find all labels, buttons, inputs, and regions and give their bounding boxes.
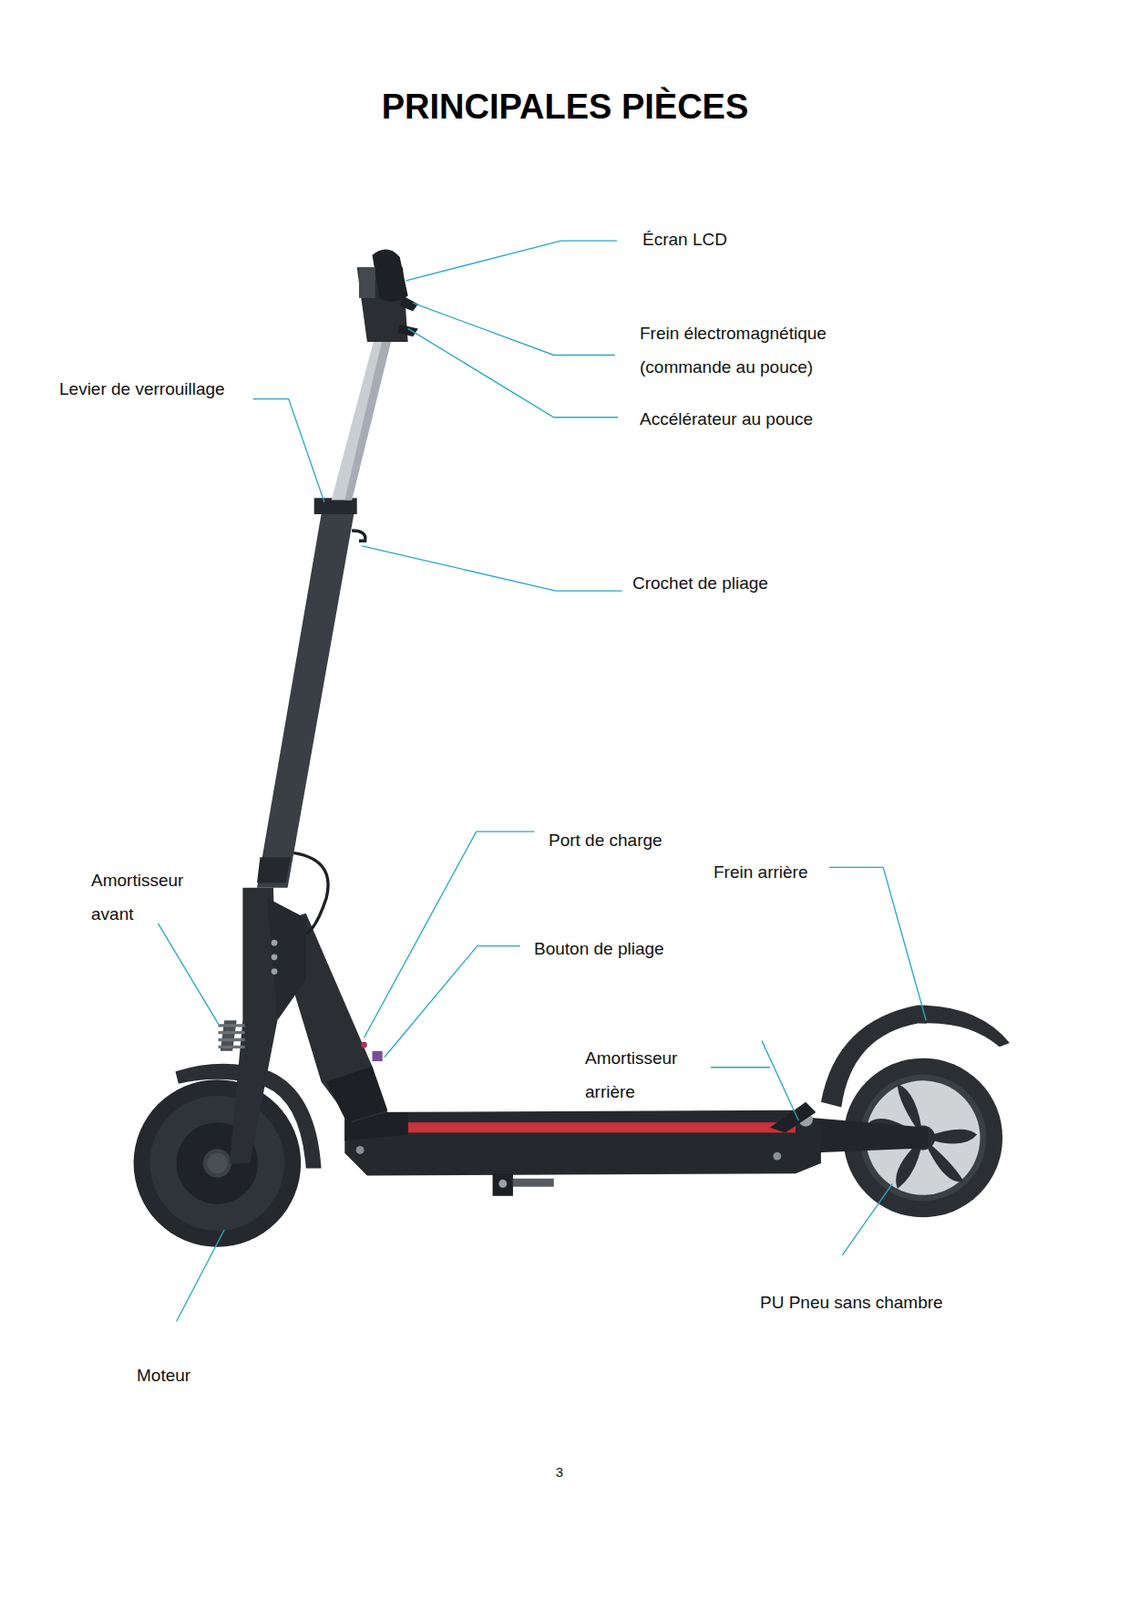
fold-hook (351, 530, 366, 541)
part-label: Moteur (136, 1357, 191, 1392)
front-wheel-motor (133, 1078, 302, 1247)
deck (344, 1101, 822, 1176)
part-label: Port de charge (548, 822, 663, 857)
page-number: 3 (541, 1454, 578, 1489)
page-title: PRINCIPALES PIÈCES (0, 87, 1130, 127)
kickstand (493, 1172, 555, 1196)
stem (256, 334, 393, 888)
rear-fender (821, 1004, 1010, 1107)
brake-cable (287, 852, 329, 935)
part-label: Bouton de pliage (534, 931, 665, 966)
part-label: Écran LCD (642, 222, 728, 257)
leader-lines (157, 240, 926, 1321)
handlebar (357, 249, 419, 342)
part-label: Amortisseur avant (91, 862, 228, 931)
part-label: Frein arrière (713, 854, 808, 889)
part-label: Amortisseur arrière (585, 1040, 722, 1109)
part-label: Crochet de pliage (632, 565, 769, 600)
part-label: Accélérateur au pouce (639, 401, 813, 436)
part-label: PU Pneu sans chambre (760, 1284, 944, 1319)
fold-button (371, 1050, 382, 1061)
rear-arm (805, 1117, 928, 1153)
part-label: Frein électromagnétique (commande au pou… (639, 316, 877, 384)
part-label: Levier de verrouillage (59, 371, 226, 406)
front-fork (206, 887, 307, 1173)
charge-port (360, 1041, 368, 1048)
